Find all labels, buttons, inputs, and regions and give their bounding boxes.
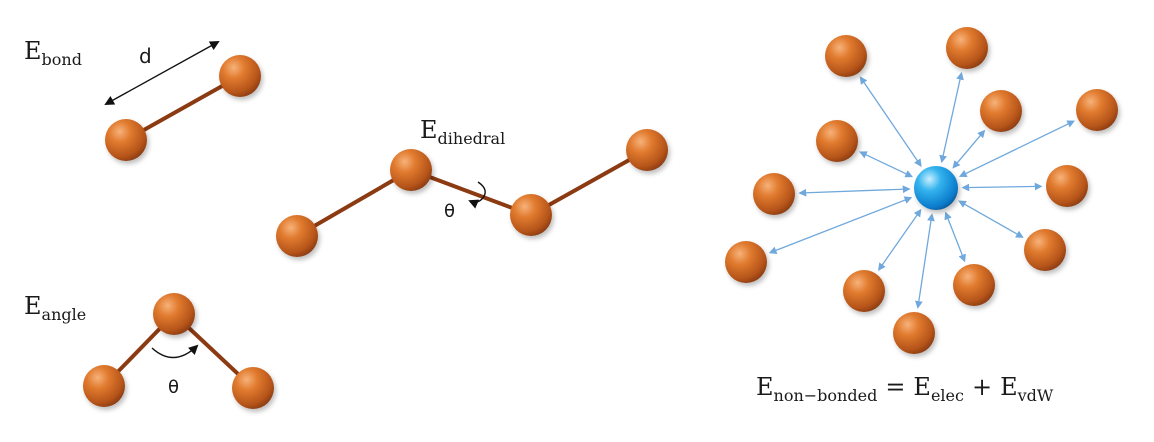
interaction-arrow <box>939 71 964 164</box>
interaction-arrow <box>878 208 922 271</box>
dihedral-atom-4 <box>626 129 668 171</box>
bond-atom-1 <box>105 119 147 161</box>
central-atom <box>914 166 958 210</box>
neighbor-atom <box>1024 229 1066 271</box>
dihedral-label: Edihedral <box>420 116 505 148</box>
neighbor-atom <box>1076 89 1118 131</box>
dihedral-theta: θ <box>444 201 455 222</box>
angle-panel: Eangle θ <box>24 292 274 409</box>
bond-atom-2 <box>219 55 261 97</box>
neighbor-atom <box>725 241 767 283</box>
interaction-arrow <box>958 200 1024 238</box>
angle-label: Eangle <box>24 292 86 324</box>
nonbonded-equation: Enon−bonded=Eelec+EvdW <box>756 373 1054 405</box>
angle-arc-arrow <box>151 344 199 359</box>
dihedral-atom-2 <box>390 149 432 191</box>
neighbor-atom <box>1046 165 1088 207</box>
interaction-arrow <box>914 213 935 309</box>
neighbor-atom <box>825 35 867 77</box>
bond-label: Ebond <box>24 37 82 69</box>
dihedral-atom-1 <box>276 215 318 257</box>
neighbor-atom <box>753 173 795 215</box>
dihedral-twist-arrow <box>468 181 486 209</box>
dihedral-stick-2 <box>410 168 532 217</box>
neighbor-atom <box>980 90 1022 132</box>
interaction-arrows <box>768 71 1076 309</box>
bond-stick <box>125 74 241 142</box>
distance-label: d <box>139 44 152 68</box>
neighbor-atom <box>816 120 858 162</box>
angle-atom-2 <box>153 293 195 335</box>
interaction-arrow <box>961 182 1043 192</box>
interaction-arrow <box>952 129 986 169</box>
interaction-arrow <box>859 151 914 178</box>
neighbor-atom <box>843 270 885 312</box>
angle-atom-3 <box>232 367 274 409</box>
dihedral-stick-3 <box>530 148 648 217</box>
interaction-arrow <box>768 196 913 254</box>
interaction-arrow <box>798 185 911 197</box>
neighbor-atom <box>953 264 995 306</box>
dihedral-atom-3 <box>510 194 552 236</box>
distance-arrow <box>104 41 220 105</box>
interaction-arrow <box>859 76 922 167</box>
surrounding-atoms <box>725 27 1118 354</box>
nonbonded-panel: Enon−bonded=Eelec+EvdW <box>725 27 1118 405</box>
angle-theta: θ <box>168 377 179 398</box>
angle-atom-1 <box>83 365 125 407</box>
bond-panel: Ebond d <box>24 37 261 161</box>
dihedral-stick-1 <box>295 168 413 238</box>
interaction-arrow <box>944 211 966 263</box>
neighbor-atom <box>893 312 935 354</box>
interaction-arrow <box>958 120 1076 177</box>
neighbor-atom <box>946 27 988 69</box>
dihedral-panel: Edihedral θ <box>276 116 668 257</box>
